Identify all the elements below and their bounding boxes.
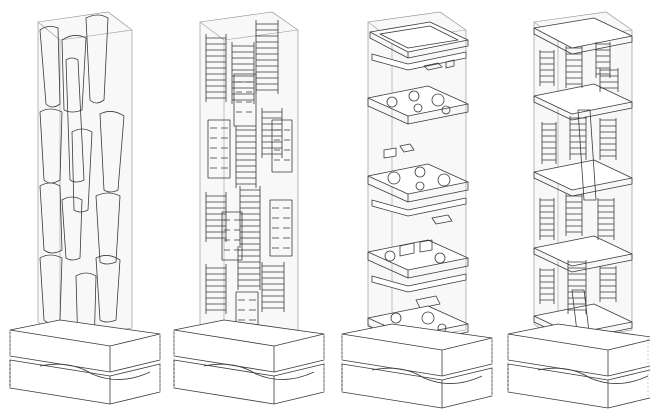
panel-4-slabs [533, 17, 633, 341]
panel-2-base [173, 319, 325, 405]
panel-3-slab-plates [341, 11, 493, 409]
panel-4-combined [507, 11, 650, 409]
panel-2-stacks [205, 20, 293, 341]
panel-2-bounding-box [199, 11, 299, 343]
panel-1-volumes [9, 11, 161, 405]
panel-3-base [341, 323, 493, 409]
panel-1-base [9, 319, 161, 405]
panel-2-floor-stacks [173, 11, 325, 405]
panel-4-stacks [539, 42, 619, 341]
panel-4-base [507, 323, 650, 409]
